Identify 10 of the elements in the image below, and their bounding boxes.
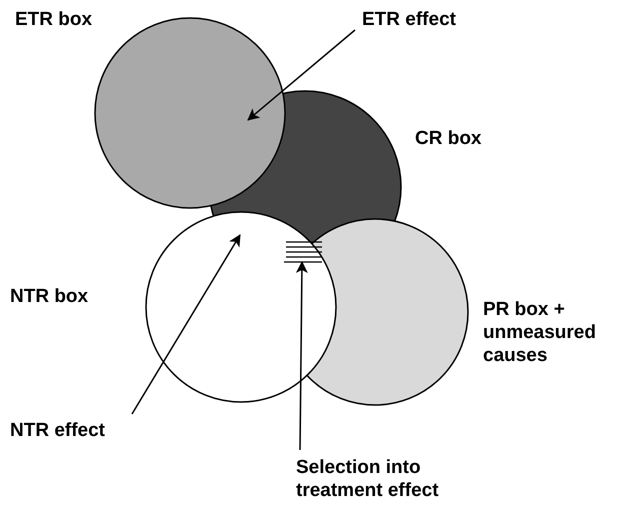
callout-text: ETR effect (362, 8, 457, 31)
leader-arrow (131, 234, 241, 414)
callout-text: NTR effect (10, 419, 106, 442)
leader-arrow (296, 261, 308, 450)
callout-text: Selection into treatment effect (296, 456, 440, 502)
circle-label: PR box + unmeasured causes (483, 298, 597, 367)
circle-label: ETR box (15, 8, 94, 31)
circle-label: NTR box (10, 285, 90, 308)
leader-arrow (247, 29, 356, 121)
circle-label: CR box (415, 127, 482, 150)
